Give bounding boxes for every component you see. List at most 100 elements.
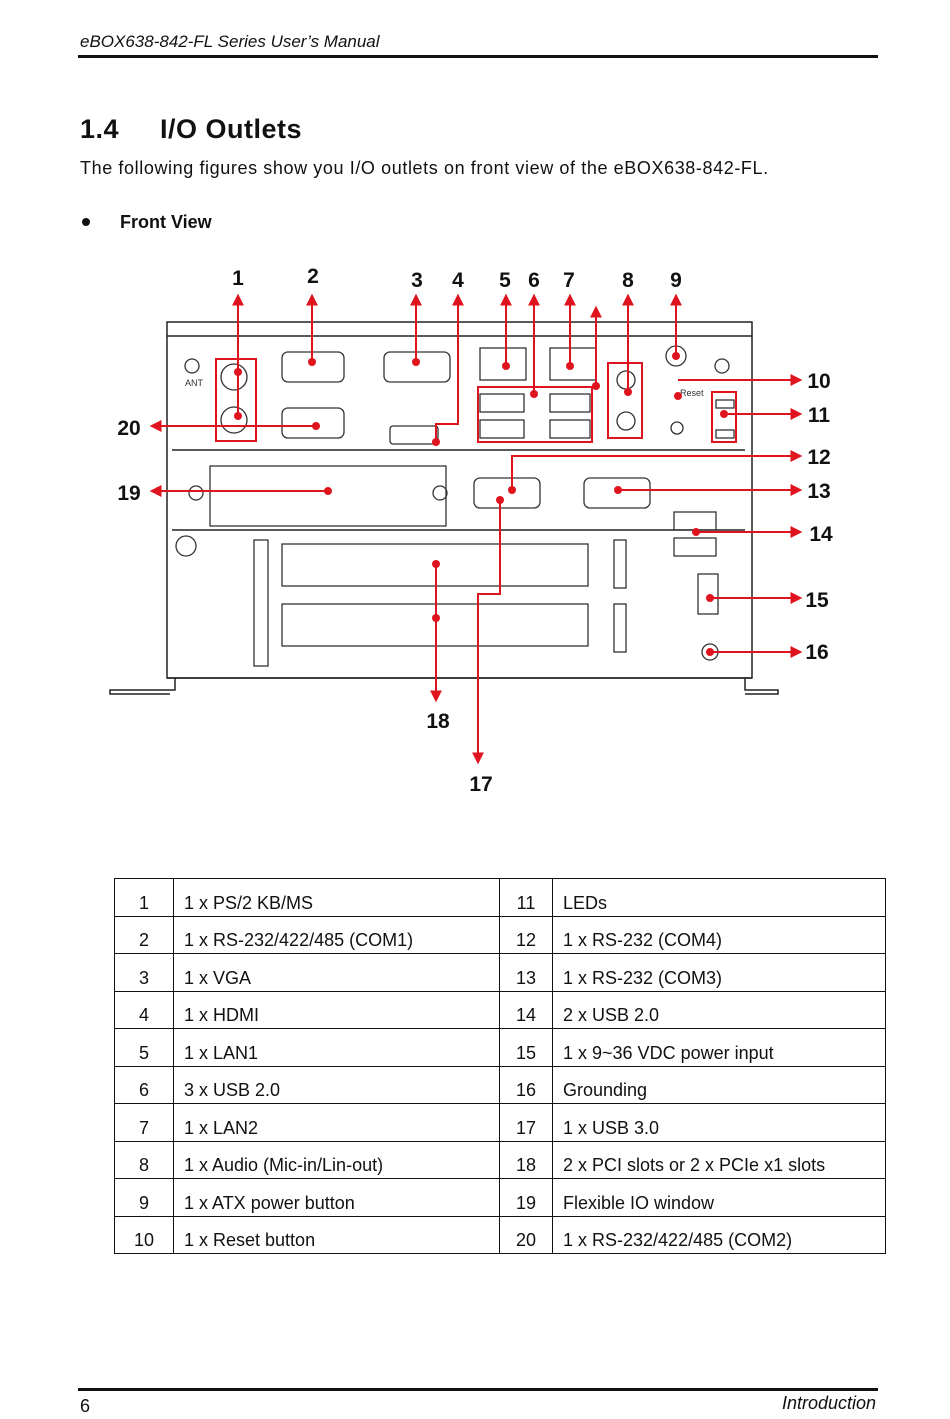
manual-header-title: eBOX638-842-FL Series User’s Manual xyxy=(80,32,380,51)
item-number: 6 xyxy=(114,1065,174,1104)
lan1-connector-icon xyxy=(479,347,527,381)
dc-input-icon xyxy=(697,573,719,615)
callout-13: 13 xyxy=(807,480,830,503)
callout-arrows xyxy=(149,293,803,765)
usb2-upper-icon xyxy=(673,511,717,531)
item-number: 16 xyxy=(499,1065,553,1104)
callout-16: 16 xyxy=(805,641,828,664)
line-out-icon xyxy=(616,411,636,431)
item-number: 20 xyxy=(499,1215,553,1254)
callout-19: 19 xyxy=(117,482,140,505)
callout-3: 3 xyxy=(411,269,423,292)
callout-1: 1 xyxy=(232,267,244,290)
callout-8: 8 xyxy=(622,269,634,292)
item-number: 2 xyxy=(114,915,174,954)
usb-bottom-left-icon xyxy=(479,419,525,439)
item-description: Flexible IO window xyxy=(552,1178,886,1217)
callout-7: 7 xyxy=(563,269,575,292)
callout-15: 15 xyxy=(805,589,829,612)
page-number: 6 xyxy=(80,1396,91,1416)
led-lower-icon xyxy=(715,429,735,439)
callout-labels: 1 2 3 4 5 6 7 8 9 10 11 12 13 14 15 16 1… xyxy=(117,265,833,796)
item-description: 1 x RS-232/422/485 (COM2) xyxy=(552,1215,886,1254)
callout-10: 10 xyxy=(807,370,830,393)
top-panel-connectors xyxy=(184,345,735,445)
led-upper-icon xyxy=(715,399,735,409)
item-description: 1 x Reset button xyxy=(173,1215,500,1254)
highlight-boxes xyxy=(215,358,737,443)
bullet-icon xyxy=(82,218,90,226)
callout-9: 9 xyxy=(670,269,682,292)
antenna-right-icon xyxy=(714,358,730,374)
item-description: LEDs xyxy=(552,878,886,917)
callout-20: 20 xyxy=(117,417,140,440)
usb-top-right-icon xyxy=(549,393,591,413)
section-intro: The following figures show you I/O outle… xyxy=(80,158,769,178)
item-number: 3 xyxy=(114,953,174,992)
callout-dots xyxy=(234,352,728,656)
com3-connector-icon xyxy=(583,477,651,509)
footer-rule xyxy=(78,1388,878,1391)
item-number: 1 xyxy=(114,878,174,917)
ps2-upper-icon xyxy=(220,363,248,391)
ant-label: ANT xyxy=(185,378,204,388)
bottom-panel xyxy=(175,511,719,667)
callout-4: 4 xyxy=(452,269,464,292)
item-number: 17 xyxy=(499,1103,553,1142)
item-description: 1 x RS-232/422/485 (COM1) xyxy=(173,915,500,954)
item-description: 1 x PS/2 KB/MS xyxy=(173,878,500,917)
reset-label: Reset xyxy=(680,388,704,398)
item-number: 10 xyxy=(114,1215,174,1254)
front-view-diagram: ANT Reset xyxy=(109,265,833,796)
callout-17: 17 xyxy=(469,773,492,796)
item-description: 1 x 9~36 VDC power input xyxy=(552,1028,886,1067)
item-number: 19 xyxy=(499,1178,553,1217)
item-description: 1 x LAN2 xyxy=(173,1103,500,1142)
grounding-screw-icon xyxy=(175,535,197,557)
item-description: 2 x USB 2.0 xyxy=(552,990,886,1029)
item-description: 1 x RS-232 (COM4) xyxy=(552,915,886,954)
item-number: 7 xyxy=(114,1103,174,1142)
item-description: 1 x ATX power button xyxy=(173,1178,500,1217)
hdmi-connector-icon xyxy=(389,425,439,445)
item-description: 1 x HDMI xyxy=(173,990,500,1029)
item-description: 1 x Audio (Mic-in/Lin-out) xyxy=(173,1140,500,1179)
section-number: 1.4 xyxy=(80,114,120,144)
item-description: 1 x USB 3.0 xyxy=(552,1103,886,1142)
item-description: Grounding xyxy=(552,1065,886,1104)
header-rule xyxy=(78,55,878,58)
top-panel-labels: ANT Reset xyxy=(185,378,704,398)
callout-18: 18 xyxy=(426,710,450,733)
com4-connector-icon xyxy=(473,477,541,509)
callout-5: 5 xyxy=(499,269,511,292)
flexible-io-window xyxy=(209,465,447,527)
callout-2: 2 xyxy=(307,265,319,288)
middle-panel xyxy=(188,465,651,527)
item-description: 1 x LAN1 xyxy=(173,1028,500,1067)
item-description: 2 x PCI slots or 2 x PCIe x1 slots xyxy=(552,1140,886,1179)
chassis-outline xyxy=(109,321,779,695)
item-number: 11 xyxy=(499,878,553,917)
com2-connector-icon xyxy=(281,407,345,439)
ps2-lower-icon xyxy=(220,406,248,434)
callout-11: 11 xyxy=(808,404,831,427)
callout-12: 12 xyxy=(807,446,830,469)
item-number: 14 xyxy=(499,990,553,1029)
antenna-left-icon xyxy=(184,358,200,374)
item-number: 5 xyxy=(114,1028,174,1067)
item-number: 4 xyxy=(114,990,174,1029)
reset-button-icon xyxy=(670,421,684,435)
item-number: 9 xyxy=(114,1178,174,1217)
subsection-title: Front View xyxy=(120,212,212,232)
item-description: 3 x USB 2.0 xyxy=(173,1065,500,1104)
